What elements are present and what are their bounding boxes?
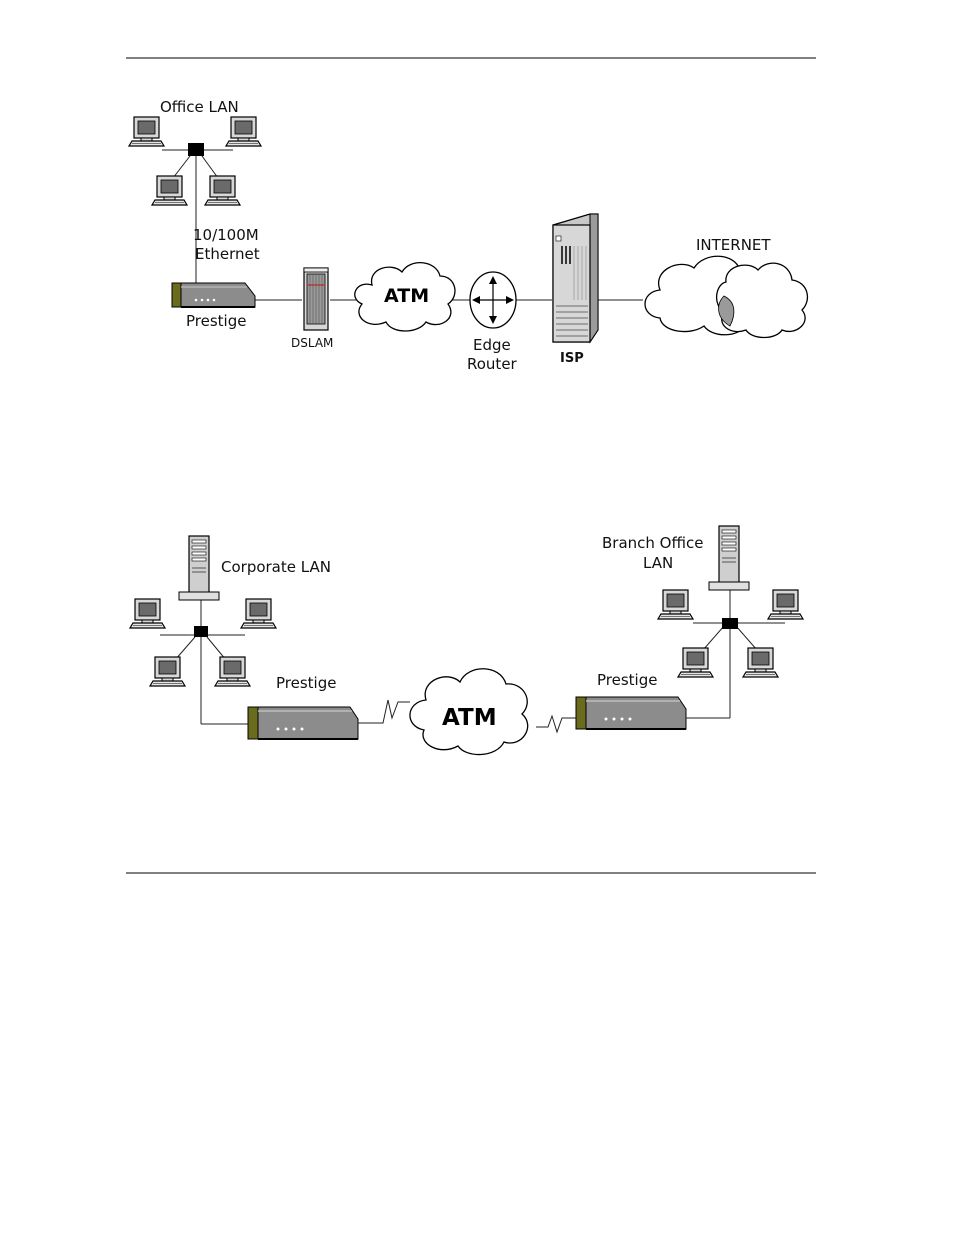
- pc-icon: [130, 599, 165, 628]
- corporate-lan-label: Corporate LAN: [221, 558, 331, 576]
- prestige-right-label: Prestige: [597, 671, 657, 689]
- internet-cloud-icon: [645, 256, 807, 337]
- office-lan-label: Office LAN: [160, 98, 239, 116]
- prestige-left-device-icon: [248, 707, 358, 739]
- isp-label: ISP: [560, 351, 584, 366]
- ethernet-label-line2: Ethernet: [195, 245, 260, 263]
- edge-router-icon: [470, 272, 516, 328]
- branch-office-label-line1: Branch Office: [602, 534, 703, 552]
- pc-icon: [678, 648, 713, 677]
- corporate-server-icon: [179, 536, 219, 600]
- pc-icon: [205, 176, 240, 205]
- pc-icon: [241, 599, 276, 628]
- atm-label: ATM: [384, 285, 429, 307]
- atm-label-2: ATM: [442, 705, 497, 731]
- prestige-device-icon: [172, 283, 255, 307]
- pc-icon: [768, 590, 803, 619]
- hub-icon: [194, 626, 208, 637]
- prestige-label: Prestige: [186, 312, 246, 330]
- pc-icon: [150, 657, 185, 686]
- edge-router-label-line1: Edge: [473, 336, 511, 354]
- edge-router-label-line2: Router: [467, 355, 518, 373]
- dslam-label: DSLAM: [291, 336, 333, 350]
- dslam-icon: [304, 268, 328, 330]
- pc-icon: [226, 117, 261, 146]
- internet-label: INTERNET: [696, 236, 771, 254]
- prestige-right-device-icon: [576, 697, 686, 729]
- hub-icon: [188, 143, 204, 156]
- pc-icon: [658, 590, 693, 619]
- hub-icon: [722, 618, 738, 629]
- branch-office-label-line2: LAN: [643, 554, 673, 572]
- isp-server-icon: [553, 214, 598, 342]
- lan-to-lan-diagram: Corporate LAN Prestige ATM Prestige Bran…: [130, 526, 803, 755]
- pc-icon: [743, 648, 778, 677]
- pc-icon: [152, 176, 187, 205]
- pc-icon: [129, 117, 164, 146]
- pc-icon: [215, 657, 250, 686]
- ethernet-label-line1: 10/100M: [193, 226, 259, 244]
- internet-access-diagram: Office LAN 10/100M Ethernet Prestige: [129, 98, 807, 373]
- prestige-left-label: Prestige: [276, 674, 336, 692]
- branch-server-icon: [709, 526, 749, 590]
